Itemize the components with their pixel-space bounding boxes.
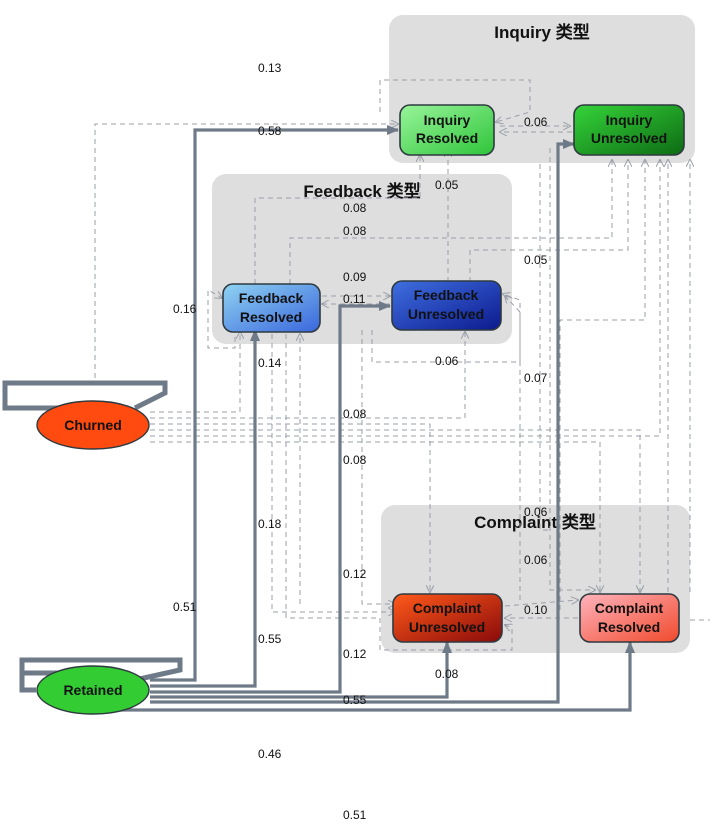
edge-label: 0.08 <box>343 453 367 467</box>
node-label: Complaint <box>413 600 482 616</box>
edge-label: 0.09 <box>343 270 367 284</box>
edge-retained-inquiry-resolved <box>150 125 399 682</box>
node-label: Churned <box>64 417 122 433</box>
node-retained[interactable]: Retained <box>36 665 150 715</box>
edge-label: 0.08 <box>435 667 459 681</box>
cluster-complaint-title: Complaint 类型 <box>474 512 596 532</box>
node-label: Resolved <box>416 130 478 146</box>
edge-churned-inquiry-resolved <box>94 124 398 378</box>
edge-churned-feedback-resolved <box>150 332 240 413</box>
node-churned[interactable]: Churned <box>36 400 150 450</box>
edge-complaint-unresolved-feedback-unresolved <box>505 296 521 600</box>
edge-label: 0.16 <box>173 302 197 316</box>
edge-feedback-unresolved-complaint-unresolved <box>361 330 395 604</box>
node-feedback-resolved[interactable]: Feedback Resolved <box>222 283 321 333</box>
retained-self-loop <box>19 657 183 693</box>
edge-churned-complaint-resolved <box>150 429 640 592</box>
edge-churned-complaint-resolved-2 <box>150 441 600 592</box>
edge-retained-complaint-resolved <box>120 641 635 712</box>
edge-label: 0.55 <box>343 693 367 707</box>
node-label: Unresolved <box>409 619 485 635</box>
edge-label: 0.13 <box>258 61 282 75</box>
edge-inquiry-unresolved-complaint-resolved <box>549 148 595 590</box>
edge-label: 0.51 <box>343 808 367 822</box>
node-feedback-unresolved[interactable]: Feedback Unresolved <box>391 280 502 331</box>
edge-complaint-unresolved-self <box>285 334 512 651</box>
node-label: Unresolved <box>408 306 484 322</box>
edge-label: 0.14 <box>258 356 282 370</box>
edge-inquiry-complaint-a <box>539 164 550 531</box>
node-label: Complaint <box>595 600 664 616</box>
edge-feedback-resolved-self <box>207 289 236 349</box>
edge-churned-feedback-unresolved <box>150 332 465 419</box>
edge-labels: 0.13 0.58 0.06 0.05 0.08 0.08 0.05 0.09 … <box>173 61 548 822</box>
churned-self-loop <box>2 380 168 411</box>
node-label: Feedback <box>414 287 479 303</box>
cluster-feedback-title: Feedback 类型 <box>303 181 420 201</box>
thick-edges <box>2 125 635 712</box>
node-label: Inquiry <box>606 112 653 128</box>
edge-label: 0.06 <box>524 505 548 519</box>
edge-label: 0.07 <box>524 371 548 385</box>
edge-label: 0.51 <box>173 600 197 614</box>
edge-label: 0.05 <box>435 178 459 192</box>
edge-label: 0.55 <box>258 632 282 646</box>
node-label: Resolved <box>598 619 660 635</box>
edge-inquiry-resolved-self <box>379 79 531 122</box>
edge-label: 0.08 <box>343 224 367 238</box>
edge-retained-feedback-resolved <box>150 329 260 688</box>
edge-label: 0.58 <box>258 124 282 138</box>
edge-label: 0.05 <box>524 253 548 267</box>
node-inquiry-resolved[interactable]: Inquiry Resolved <box>399 104 495 156</box>
edge-label: 0.06 <box>435 354 459 368</box>
edge-label: 0.08 <box>343 201 367 215</box>
node-label: Inquiry <box>424 112 471 128</box>
edge-feedback-unresolved-inquiry-unresolved <box>469 160 628 282</box>
node-label: Resolved <box>240 309 302 325</box>
edge-feedback-resolved-complaint-unresolved <box>271 334 395 612</box>
edge-label: 0.06 <box>524 553 548 567</box>
edge-churned-inquiry-unresolved <box>150 160 660 437</box>
edge-feedback-resolved-inquiry-unresolved <box>289 160 612 284</box>
edge-retained-feedback-unresolved <box>150 301 391 694</box>
node-label: Feedback <box>239 290 304 306</box>
edge-complaint-inquiry-unresolved <box>559 160 645 610</box>
edge-label: 0.08 <box>343 407 367 421</box>
edge-complaint-unresolved-resolved <box>504 600 578 607</box>
node-complaint-unresolved[interactable]: Complaint Unresolved <box>392 593 503 643</box>
dashed-edges <box>94 79 710 651</box>
edge-retained-complaint-unresolved <box>150 641 452 699</box>
edge-churned-complaint-unresolved <box>150 423 430 592</box>
edge-retained-inquiry-unresolved <box>150 139 575 704</box>
edge-label: 0.06 <box>524 115 548 129</box>
node-inquiry-unresolved[interactable]: Inquiry Unresolved <box>573 104 685 156</box>
node-label: Retained <box>63 682 122 698</box>
edge-label: 0.11 <box>343 292 366 306</box>
edge-label: 0.46 <box>258 747 282 761</box>
node-complaint-resolved[interactable]: Complaint Resolved <box>579 593 680 643</box>
node-label: Unresolved <box>591 130 667 146</box>
edge-label: 0.12 <box>343 567 367 581</box>
cluster-inquiry-title: Inquiry 类型 <box>494 22 589 42</box>
edge-label: 0.10 <box>524 603 548 617</box>
edge-label: 0.18 <box>258 517 282 531</box>
edge-feedback-resolved-inquiry-resolved <box>254 155 420 284</box>
edge-label: 0.12 <box>343 647 367 661</box>
